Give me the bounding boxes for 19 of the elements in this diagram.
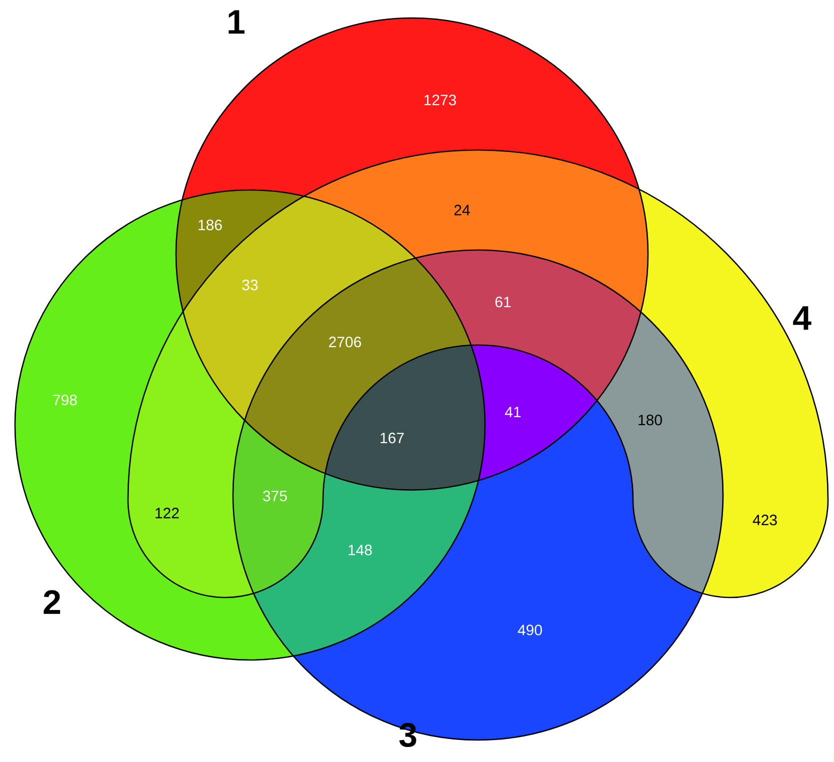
region-count: 180	[638, 414, 662, 426]
region-count: 798	[53, 394, 77, 406]
region-count: 186	[198, 220, 222, 230]
set-label: 3	[399, 722, 416, 748]
region-count: 41	[505, 406, 521, 418]
region-count: 148	[348, 544, 372, 556]
region-count: 1273	[424, 94, 456, 106]
region-count: 375	[263, 490, 287, 502]
region-count: 423	[752, 514, 777, 526]
region-count: 24	[454, 204, 470, 216]
region-count: 122	[156, 508, 179, 518]
region-count: 2706	[329, 336, 362, 348]
region-count: 490	[518, 624, 542, 636]
region-count: 33	[242, 280, 258, 290]
region-count: 167	[380, 432, 404, 444]
region-count: 61	[495, 296, 511, 308]
set-label: 2	[44, 590, 60, 614]
set-label: 4	[793, 306, 812, 330]
set-label: 1	[228, 10, 244, 34]
